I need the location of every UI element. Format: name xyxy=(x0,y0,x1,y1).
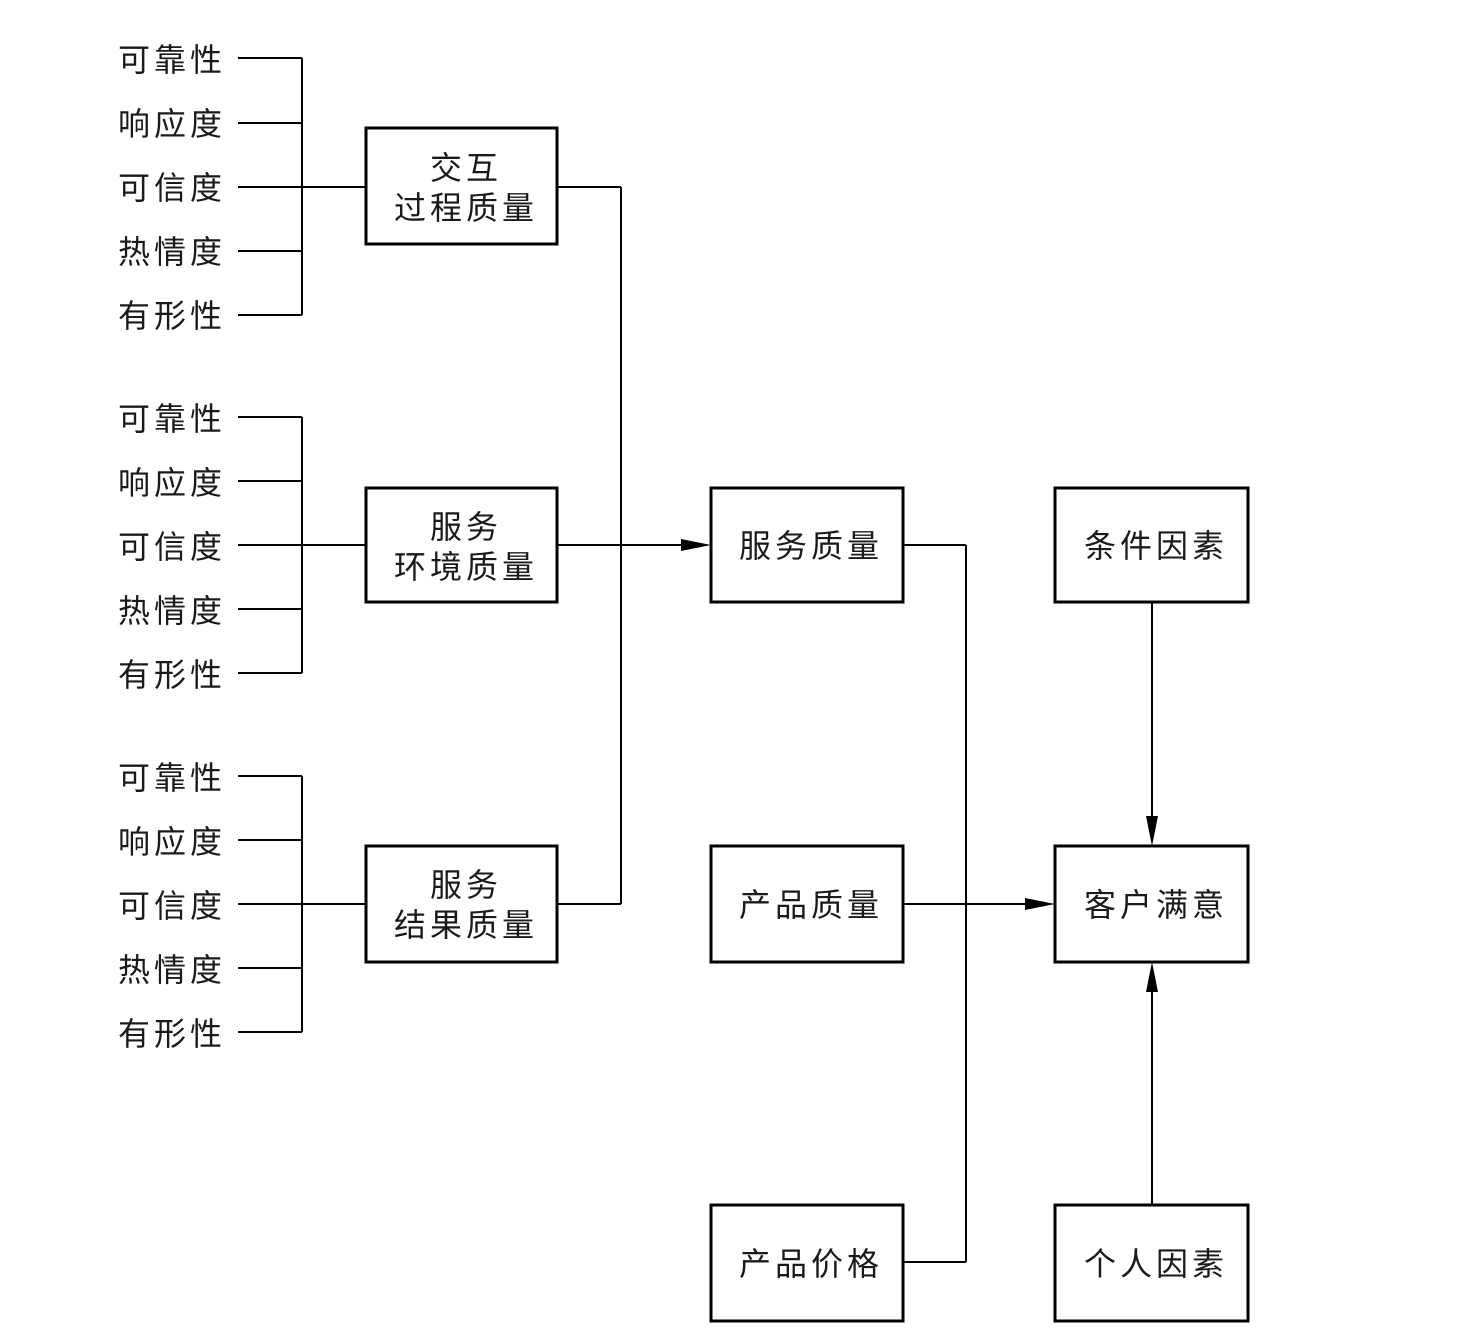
product-quality-box xyxy=(709,844,905,964)
environment-quality-box xyxy=(364,486,559,604)
service-quality-box xyxy=(709,486,905,604)
interaction-quality-label-2: 过程质量 xyxy=(394,189,538,227)
factor-label: 有形性 xyxy=(118,1015,226,1053)
factor-label: 可信度 xyxy=(118,169,226,207)
product-price-box xyxy=(709,1203,905,1323)
product-price-label: 产品价格 xyxy=(739,1245,883,1283)
factor-label: 响应度 xyxy=(118,464,226,502)
factor-label: 有形性 xyxy=(118,297,226,335)
factor-label: 可靠性 xyxy=(118,41,226,79)
factor-label: 响应度 xyxy=(118,105,226,143)
personal-factors-box xyxy=(1053,1203,1250,1323)
arrow-head xyxy=(681,539,711,551)
result-quality-label-2: 结果质量 xyxy=(394,906,538,944)
interaction-quality-box xyxy=(364,126,559,246)
arrow-head xyxy=(1025,898,1055,910)
environment-quality-label-2: 环境质量 xyxy=(394,548,538,586)
result-quality-box xyxy=(364,844,559,964)
factor-label: 可靠性 xyxy=(118,759,226,797)
group-interaction-process: 可靠性 响应度 可信度 热情度 有形性 交互 过程质量 xyxy=(118,41,559,335)
condition-factors-label: 条件因素 xyxy=(1084,527,1228,565)
factor-label: 可靠性 xyxy=(118,400,226,438)
service-quality-aggregation xyxy=(557,186,711,905)
condition-factors-box xyxy=(1053,486,1250,604)
customer-satisfaction-label: 客户满意 xyxy=(1084,886,1228,924)
product-quality-label: 产品质量 xyxy=(739,886,883,924)
factor-label: 热情度 xyxy=(118,951,226,989)
service-quality-label: 服务质量 xyxy=(739,527,883,565)
environment-quality-label-1: 服务 xyxy=(430,508,502,546)
customer-satisfaction-box xyxy=(1053,844,1250,964)
factor-label: 热情度 xyxy=(118,233,226,271)
factor-label: 可信度 xyxy=(118,528,226,566)
group-service-environment: 可靠性 响应度 可信度 热情度 有形性 服务 环境质量 xyxy=(118,400,559,694)
satisfaction-connectors xyxy=(903,544,1158,1263)
factor-label: 响应度 xyxy=(118,823,226,861)
factor-label: 热情度 xyxy=(118,592,226,630)
personal-factors-label: 个人因素 xyxy=(1084,1245,1228,1283)
factor-label: 有形性 xyxy=(118,656,226,694)
interaction-quality-label-1: 交互 xyxy=(430,149,502,187)
arrow-head xyxy=(1146,962,1158,992)
factor-label: 可信度 xyxy=(118,887,226,925)
result-quality-label-1: 服务 xyxy=(430,866,502,904)
group-service-result: 可靠性 响应度 可信度 热情度 有形性 服务 结果质量 xyxy=(118,759,559,1053)
arrow-head xyxy=(1146,816,1158,846)
